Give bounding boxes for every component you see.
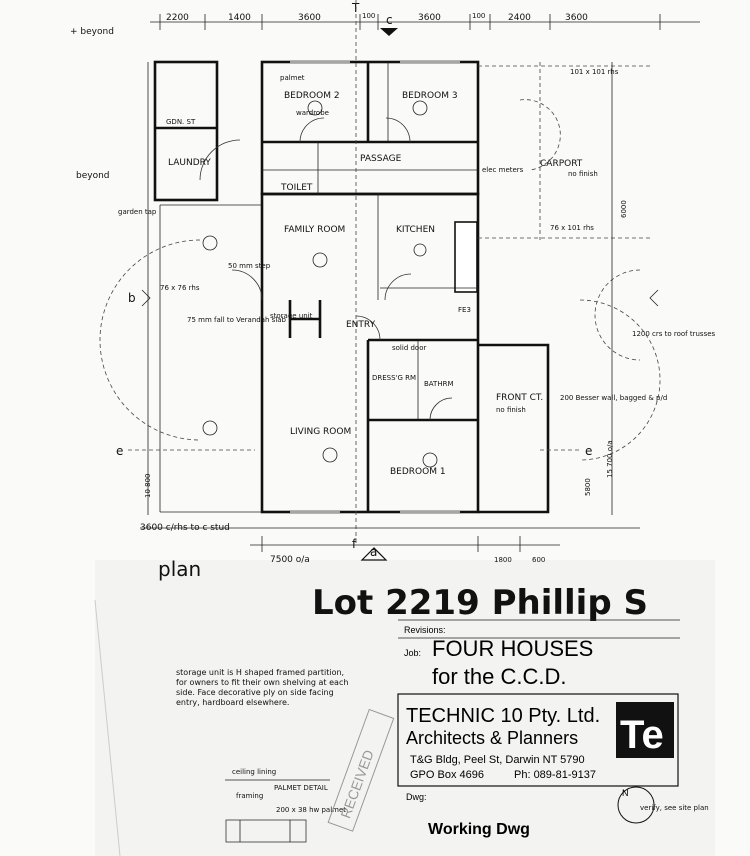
room-dresser: DRESS'G RM — [372, 374, 416, 382]
note-storage: storage unit — [270, 312, 313, 320]
top-dim-2: 1400 — [228, 13, 251, 23]
room-bathroom: BATHRM — [424, 380, 454, 388]
top-dim-8: 2400 — [508, 13, 531, 23]
bottom-dim-2: 7500 o/a — [270, 555, 310, 565]
top-dim-4: 100 — [362, 12, 375, 20]
paper-fold — [94, 599, 121, 856]
side-dimensions: 10 800 15 700 o/a 6000 5800 — [144, 62, 628, 515]
dwg-label: Dwg: — [406, 792, 427, 802]
room-toilet: TOILET — [280, 183, 313, 193]
room-bedroom1: BEDROOM 1 — [390, 467, 446, 477]
room-bedroom2: BEDROOM 2 — [284, 91, 340, 101]
room-entry: ENTRY — [346, 320, 376, 330]
room-family: FAMILY ROOM — [284, 225, 345, 235]
north-label: N — [622, 788, 629, 798]
note-front-finish: no finish — [496, 406, 526, 414]
ceiling-lining-label: ceiling lining — [232, 768, 276, 776]
section-mark-e-left: e — [116, 444, 123, 458]
note-palmet: palmet — [280, 74, 305, 82]
room-store: GDN. ST — [166, 118, 196, 126]
wall-outline — [153, 60, 652, 514]
top-dimension-string: 2200 1400 3600 100 3600 100 2400 3600 + … — [70, 1, 700, 37]
side-dim-front: 5800 — [584, 478, 592, 496]
room-living: LIVING ROOM — [290, 427, 351, 437]
bottom-dimensions: 3600 c/rhs to c stud 7500 o/a 1800 600 p… — [140, 523, 640, 581]
firm-box — [397, 693, 679, 787]
top-dim-6: 3600 — [418, 13, 441, 23]
firm-address: T&G Bldg, Peel St, Darwin NT 5790 — [410, 754, 585, 766]
lower-paper — [95, 560, 715, 856]
bottom-dim-4: 600 — [532, 556, 545, 564]
room-labels: BEDROOM 2 BEDROOM 3 PASSAGE TOILET LAUND… — [166, 91, 583, 477]
storage-note: storage unit is H shaped framed partitio… — [176, 668, 349, 707]
lot-label: Lot 2219 Phillip S — [312, 583, 648, 623]
palmet-detail-label: PALMET DETAIL — [274, 784, 328, 792]
note-elec: elec meters — [482, 166, 524, 174]
job-line1: FOUR HOUSES — [432, 636, 593, 661]
firm-line1: TECHNIC 10 Pty. Ltd. — [406, 705, 600, 727]
note-rhs-101: 101 x 101 rhs — [570, 68, 619, 76]
section-mark-e-right: e — [585, 444, 592, 458]
room-passage: PASSAGE — [360, 154, 402, 164]
revisions-label: Revisions: — [404, 625, 446, 635]
note-wardrobe: wardrobe — [296, 109, 329, 117]
note-rhs-76b: 76 x 101 rhs — [550, 224, 594, 232]
storage-note-box: storage unit is H shaped framed partitio… — [176, 668, 349, 707]
section-mark-a: a — [370, 545, 377, 559]
note-rhs-76: 76 x 76 rhs — [160, 284, 200, 292]
top-dim-3: 3600 — [298, 13, 321, 23]
technic-logo: Te — [616, 702, 674, 758]
note-garden-tap: garden tap — [118, 208, 157, 216]
note-trusses: 1200 crs to roof trusses — [632, 330, 716, 338]
room-laundry: LAUNDRY — [168, 158, 211, 168]
top-dim-7: 100 — [472, 12, 485, 20]
section-mark-f: f — [352, 537, 357, 551]
section-mark-b: b — [128, 291, 136, 305]
note-solid-door: solid door — [392, 344, 426, 352]
north-note: verify, see site plan — [640, 804, 709, 812]
side-dim-carport: 6000 — [620, 200, 628, 218]
room-kitchen: KITCHEN — [396, 225, 435, 235]
firm-line2: Architects & Planners — [406, 728, 578, 748]
note-beyond: beyond — [76, 171, 110, 181]
framing-label: framing — [236, 792, 263, 800]
note-besser: 200 Besser wall, bagged & p/d — [560, 394, 667, 402]
top-dim-9: 3600 — [565, 13, 588, 23]
light-fixtures — [202, 100, 438, 468]
section-arrow-c — [380, 28, 398, 36]
room-carport: CARPORT — [540, 159, 583, 169]
section-markers: b e e a f — [116, 0, 659, 561]
north-circle — [617, 786, 655, 824]
dwg-title: Working Dwg — [428, 821, 530, 838]
room-bedroom3: BEDROOM 3 — [402, 91, 458, 101]
note-carport-finish: no finish — [568, 170, 598, 178]
side-dim-right: 15 700 o/a — [606, 440, 614, 478]
side-dim-left: 10 800 — [144, 474, 152, 499]
note-fall: 75 mm fall to Verandah slab — [187, 316, 287, 324]
section-mark-c: c — [386, 13, 393, 27]
note-step: 50 mm step — [228, 262, 271, 270]
job-label: Job: — [404, 648, 421, 658]
plan-notes: no finish no finish wardrobe palmet stor… — [76, 68, 716, 414]
bottom-dim-1: 3600 c/rhs to c stud — [140, 523, 230, 533]
job-line2: for the C.C.D. — [432, 664, 566, 689]
title-block: Lot 2219 Phillip S Revisions: Job: FOUR … — [312, 583, 709, 838]
note-fe: FE3 — [458, 306, 471, 314]
firm-po-box: GPO Box 4696 — [410, 769, 484, 781]
logo-text: Te — [620, 713, 664, 757]
top-left-note: + beyond — [70, 27, 114, 37]
section-mark-top: T — [351, 1, 360, 15]
top-dim-1: 2200 — [166, 13, 189, 23]
door-swings — [99, 99, 661, 461]
room-front-court: FRONT CT. — [496, 393, 543, 403]
plan-label: plan — [158, 557, 201, 581]
palmet-size-label: 200 x 38 hw palmet — [276, 806, 346, 814]
bottom-dim-3: 1800 — [494, 556, 512, 564]
firm-phone: Ph: 089-81-9137 — [514, 769, 596, 781]
